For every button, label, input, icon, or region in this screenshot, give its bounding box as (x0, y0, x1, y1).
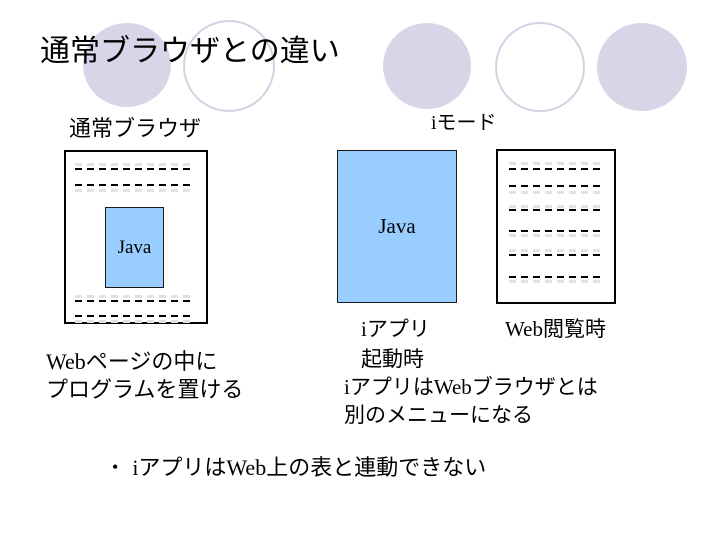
left-caption: Webページの中に プログラムを置ける (46, 348, 243, 404)
dashed-text-line (75, 300, 195, 302)
browser-window: Java (64, 150, 208, 324)
java-label: Java (117, 236, 152, 258)
decorative-circle-outline-icon (183, 20, 275, 112)
iappli-java-screen: Java (337, 150, 457, 303)
faint-dashed-text-line (75, 189, 195, 192)
web-browsing-caption: Web閲覧時 (505, 317, 606, 341)
dashed-text-line (75, 184, 195, 186)
faint-dashed-text-line (509, 162, 605, 165)
decorative-circle-filled-icon (383, 23, 471, 109)
faint-dashed-text-line (509, 191, 605, 194)
dashed-text-line (509, 168, 605, 170)
decorative-circle-filled-icon (83, 23, 171, 107)
faint-dashed-text-line (509, 280, 605, 283)
dashed-text-line (509, 230, 605, 232)
web-browsing-screen (496, 149, 616, 304)
bullet-marker-icon: • (112, 457, 119, 477)
faint-dashed-text-line (75, 163, 195, 166)
decorative-circle-filled-icon (597, 23, 687, 111)
imode-label: iモード (431, 112, 497, 134)
java-applet-box: Java (105, 207, 164, 288)
bullet-item: • iアプリはWeb上の表と連動できない (112, 450, 486, 482)
dashed-text-line (75, 168, 195, 170)
faint-dashed-text-line (509, 234, 605, 237)
normal-browser-label: 通常ブラウザ (69, 116, 202, 141)
slide-title: 通常ブラウザとの違い (40, 35, 340, 68)
iappli-caption-line1: iアプリ (361, 317, 430, 341)
faint-dashed-text-line (509, 249, 605, 252)
dashed-text-line (509, 254, 605, 256)
iappli-caption: iアプリ 起動時 (361, 314, 430, 374)
faint-dashed-text-line (75, 320, 195, 323)
dashed-text-line (509, 185, 605, 187)
dashed-text-line (509, 276, 605, 278)
menu-note-line1: iアプリはWebブラウザとは (344, 375, 598, 399)
dashed-text-line (509, 209, 605, 211)
faint-dashed-text-line (509, 205, 605, 208)
iappli-caption-line2: 起動時 (361, 347, 424, 371)
decorative-circle-outline-icon (495, 22, 585, 112)
faint-dashed-text-line (75, 295, 195, 298)
bullet-text: iアプリはWeb上の表と連動できない (132, 455, 487, 480)
dashed-text-line (75, 315, 195, 317)
java-label: Java (378, 214, 416, 238)
left-caption-line1: Webページの中に (46, 349, 218, 374)
left-caption-line2: プログラムを置ける (46, 377, 244, 402)
menu-note: iアプリはWebブラウザとは 別のメニューになる (344, 373, 598, 429)
menu-note-line2: 別のメニューになる (344, 403, 533, 427)
